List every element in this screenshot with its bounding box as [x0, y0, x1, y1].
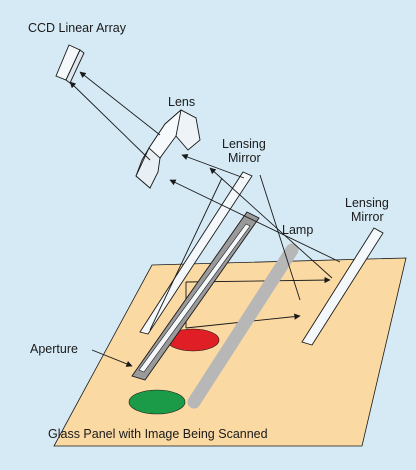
lens [135, 109, 201, 189]
label-lens: Lens [168, 95, 195, 109]
label-lensing-mirror-1-line1: Lensing [222, 137, 266, 151]
ccd-linear-array [55, 44, 85, 84]
label-lamp: Lamp [282, 223, 313, 237]
lamp [187, 243, 299, 409]
beam-mirror1-to-lens [181, 154, 245, 179]
beam-mirror2-to-mirror1 [209, 167, 333, 279]
green-spot [128, 389, 186, 415]
caption: Glass Panel with Image Being Scanned [48, 427, 268, 441]
label-lensing-mirror-2-line2: Mirror [351, 210, 384, 224]
beam-lens-to-ccd-1 [79, 71, 161, 136]
beam-left-up [149, 177, 223, 331]
label-lensing-mirror-1-line2: Mirror [228, 151, 261, 165]
beam-mirror2-to-lens [169, 179, 341, 263]
label-ccd-linear-array: CCD Linear Array [28, 21, 127, 35]
lensing-mirror-2 [301, 227, 384, 346]
beam-panel-up [259, 174, 301, 301]
label-aperture: Aperture [30, 342, 78, 356]
label-lensing-mirror-2-line1: Lensing [345, 196, 389, 210]
aperture-pointer [91, 349, 133, 367]
beam-lens-to-ccd-2 [69, 81, 151, 161]
aperture-slit [138, 223, 251, 373]
